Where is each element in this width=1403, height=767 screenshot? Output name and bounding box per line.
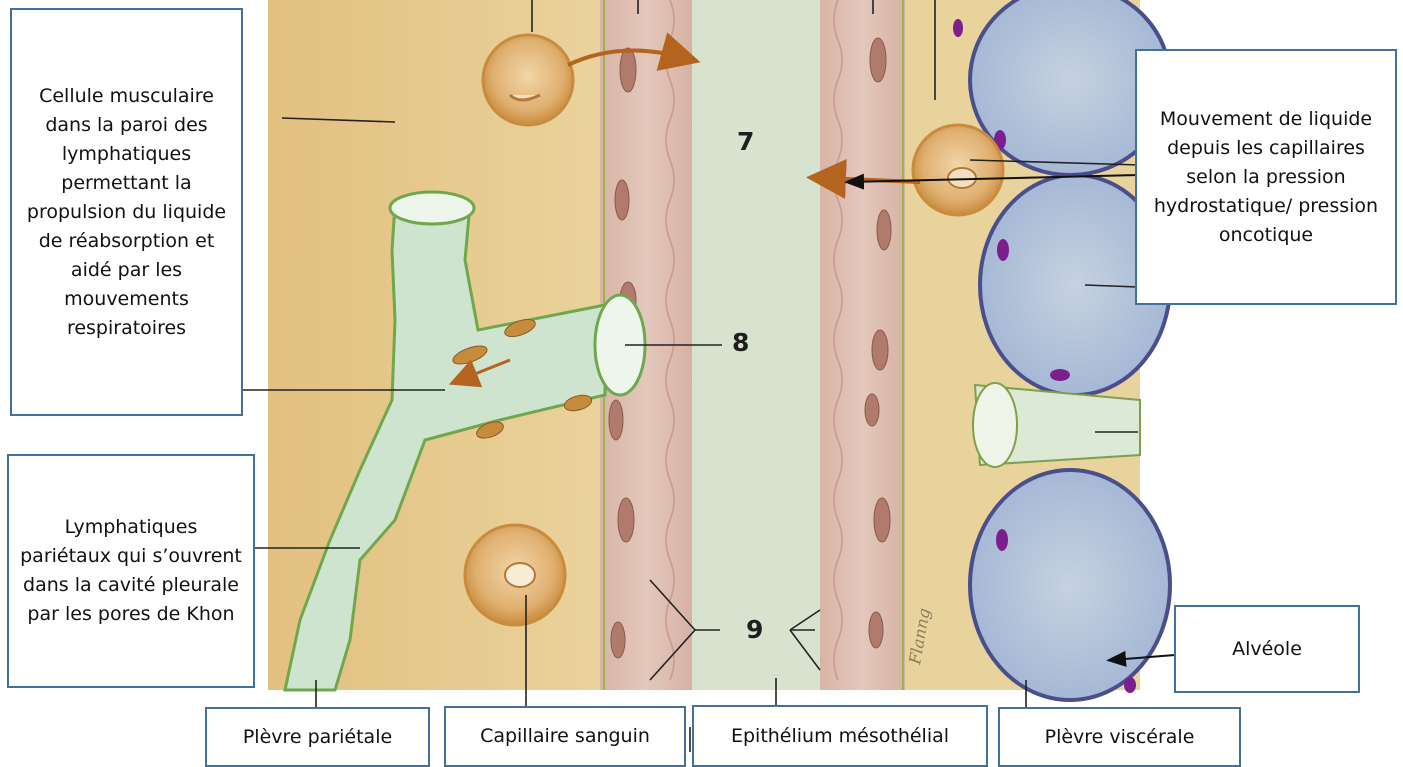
label-muscle-cell: Cellule musculaire dans la paroi des lym… <box>10 8 243 416</box>
number-8: 8 <box>732 328 749 357</box>
mesothelium-right <box>820 0 905 690</box>
label-alveole: Alvéole <box>1174 605 1360 693</box>
label-plevre-parietale: Plèvre pariétale <box>205 707 430 767</box>
label-fluid-movement: Mouvement de liquide depuis les capillai… <box>1135 49 1397 305</box>
label-parietal-lymphatics: Lymphatiques pariétaux qui s’ouvrent dan… <box>7 454 255 688</box>
number-9: 9 <box>746 615 763 644</box>
label-epithelium-mesothelial: Epithélium mésothélial <box>692 705 988 767</box>
label-plevre-viscerale: Plèvre viscérale <box>998 707 1241 767</box>
number-7: 7 <box>737 127 754 156</box>
label-capillaire-sanguin: Capillaire sanguin <box>444 706 686 767</box>
